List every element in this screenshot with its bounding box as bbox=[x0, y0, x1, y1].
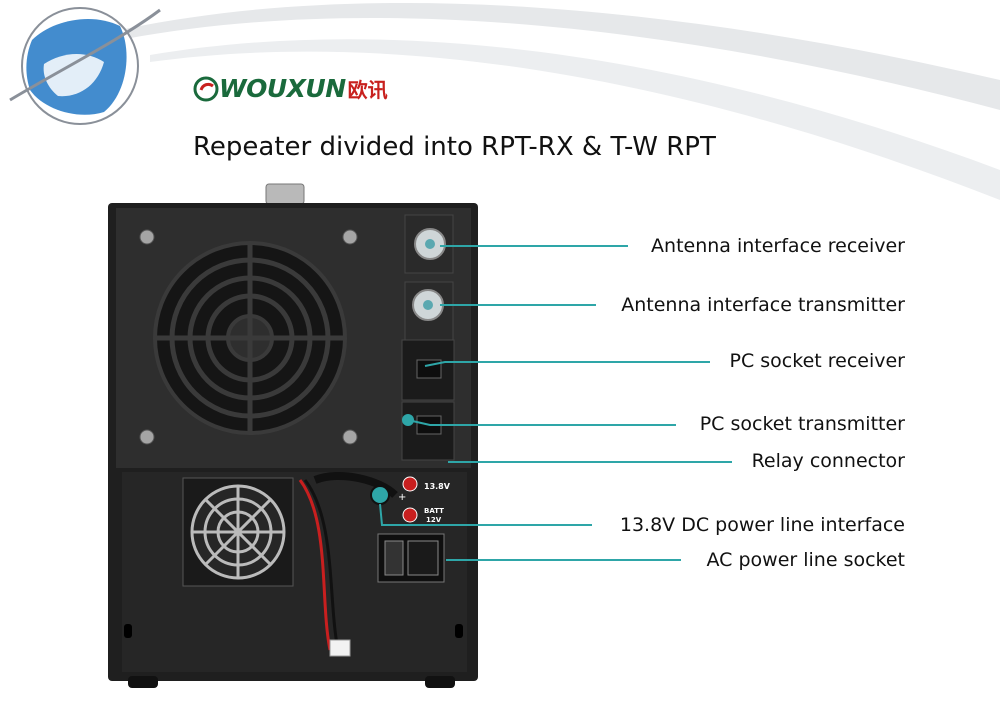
dc-terminal-label: 13.8V bbox=[424, 482, 451, 491]
callout-ac-power-socket: AC power line socket bbox=[706, 549, 906, 571]
brand-logo: WOUXUN 欧讯 bbox=[193, 74, 388, 103]
dc-plus-label: + bbox=[398, 492, 406, 503]
callout-antenna-receiver: Antenna interface receiver bbox=[651, 235, 905, 257]
page-title: Repeater divided into RPT-RX & T-W RPT bbox=[193, 132, 716, 162]
callout-relay-connector: Relay connector bbox=[751, 450, 905, 472]
brand-name-cn: 欧讯 bbox=[347, 78, 388, 102]
callout-pc-socket-receiver: PC socket receiver bbox=[729, 350, 905, 372]
globe-icon bbox=[9, 7, 161, 125]
leader-lines bbox=[379, 245, 732, 561]
small-fan-grille bbox=[182, 477, 294, 587]
callout-pc-socket-transmitter: PC socket transmitter bbox=[699, 413, 905, 435]
main-fan-grille bbox=[153, 241, 347, 435]
wouxun-swirl-icon bbox=[193, 76, 219, 101]
batt-label: BATT bbox=[424, 507, 444, 515]
brand-name: WOUXUN bbox=[219, 74, 346, 103]
batt-voltage-label: 12V bbox=[426, 516, 442, 524]
callout-antenna-transmitter: Antenna interface transmitter bbox=[621, 294, 905, 316]
callout-dc-power-interface: 13.8V DC power line interface bbox=[619, 514, 905, 536]
